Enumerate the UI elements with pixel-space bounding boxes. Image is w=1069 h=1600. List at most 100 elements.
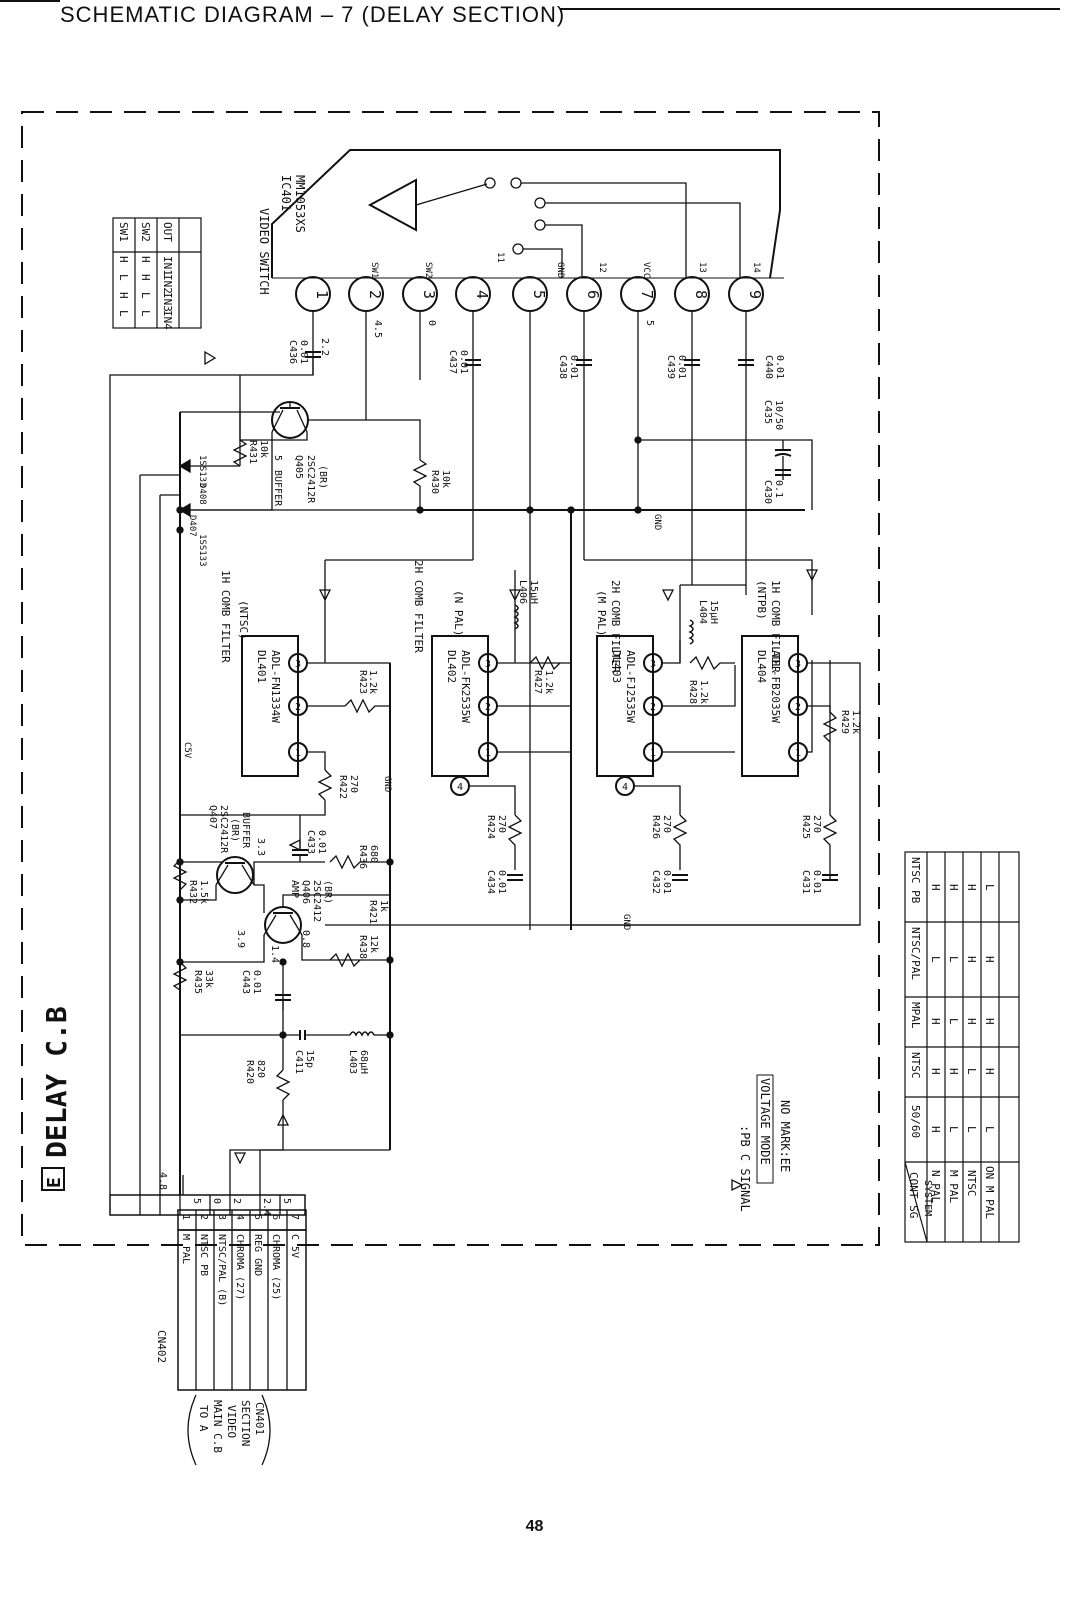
pin-label-vcc: VCC [641, 262, 651, 278]
q405-part: 2SC2412R [305, 455, 316, 504]
ic-pin-3: 3 [420, 290, 438, 299]
ic-pin-6: 6 [584, 290, 602, 299]
c439-ref: C439 [665, 355, 676, 379]
cont-h-1: 50/60 [909, 1105, 922, 1138]
dl402-ref: DL402 [445, 650, 458, 683]
cont-row4-name: ON M PAL [983, 1166, 996, 1219]
svg-text:3: 3 [295, 659, 301, 670]
r438-ref: R438 [357, 935, 368, 959]
c430-val: 0.1 [773, 480, 784, 498]
dl402-mode: (N PAL) [452, 590, 465, 636]
c-r4-4: H [983, 956, 996, 963]
ic-pin-4: 4 [473, 290, 491, 299]
pin-label-gnd: GND [555, 262, 565, 278]
c433-val: 0.01 [316, 830, 327, 854]
c434-val: 0.01 [496, 870, 507, 894]
switch-buffer-icon [367, 178, 417, 232]
c431-val: 0.01 [811, 870, 822, 894]
dl404-box [741, 635, 799, 777]
legend: :PB C SIGNAL VOLTAGE MODE NO MARK:EE [731, 1074, 792, 1212]
c-r4-1: L [983, 1126, 996, 1133]
c-r1-4: L [929, 956, 942, 963]
dl401-title: 1H COMB FILTER [219, 570, 232, 663]
dl401-box [241, 635, 299, 777]
q405-buffer [179, 375, 366, 1195]
tt-h-3: OUT [161, 222, 174, 242]
l406-val: 15μH [528, 580, 539, 604]
q406-v1: 3.9 [235, 930, 246, 948]
v-pin7: 5 [644, 320, 655, 326]
cont-row2-name: M PAL [947, 1170, 960, 1203]
cont-row1-name: N PAL [929, 1170, 942, 1203]
q407-v: 3.3 [255, 838, 266, 856]
r427-ref: R427 [532, 670, 543, 694]
c433-ref: C433 [305, 830, 316, 854]
r431-ref: R431 [247, 440, 258, 464]
tt-r2: L [117, 274, 130, 281]
pin-label-14: 14 [751, 262, 761, 273]
legend-signal: :PB C SIGNAL [738, 1125, 752, 1212]
to-line-5: CN401 [253, 1402, 266, 1435]
c-r2-3: L [947, 1018, 960, 1025]
pin-label-11: 11 [495, 252, 505, 263]
to-line-3: VIDEO [225, 1405, 238, 1438]
svg-text:4: 4 [457, 782, 463, 793]
svg-text:2: 2 [485, 702, 491, 713]
r428-ref: R428 [687, 680, 698, 704]
c-r4-5: L [983, 884, 996, 891]
cn-pin-4: 4 [234, 1214, 245, 1220]
tt-r3c2: L [139, 292, 152, 299]
board-title: E DELAY C.B [40, 1006, 73, 1191]
q407-rank: (BR) [229, 818, 240, 842]
tt-r1c3: IN1 [161, 256, 174, 276]
v-pin2: 4.5 [372, 320, 383, 338]
c-r4-2: H [983, 1068, 996, 1075]
pin-label-sw1: SW1 [369, 262, 379, 278]
svg-text:1: 1 [295, 748, 301, 759]
c435-c430 [634, 436, 813, 510]
svg-text:2: 2 [795, 702, 801, 713]
dl404-mode: (NTPB) [755, 580, 768, 620]
r423-ref: R423 [357, 670, 368, 694]
tt-r4c3: IN4 [161, 310, 174, 330]
q405-v: 5 [272, 455, 283, 461]
r421-val: 1k [378, 900, 389, 912]
cont-h-4: NTSC/PAL [909, 927, 922, 980]
tt-r4: L [117, 310, 130, 317]
dl401-part: ADL-FN1334W [269, 650, 282, 723]
svg-text:4: 4 [622, 782, 628, 793]
v-pin1: 2.2 [319, 338, 330, 356]
r436-val: 680 [368, 845, 379, 863]
c432-ref: C432 [650, 870, 661, 894]
tt-r1c2: H [139, 256, 152, 263]
tt-r2c3: IN2 [161, 274, 174, 294]
ic-pin-7: 7 [638, 290, 656, 299]
ic401-pins: 1 2 3 4 5 6 7 8 9 [295, 276, 764, 312]
cn-v-6: 5 [281, 1198, 292, 1204]
cn-label-6: CHROMA (25) [270, 1234, 281, 1300]
c-r3-4: H [965, 956, 978, 963]
cn-pin-3: 3 [216, 1214, 227, 1220]
svg-text:3: 3 [485, 659, 491, 670]
d407-ref: D407 [187, 515, 197, 537]
ic-pin-5: 5 [530, 290, 548, 299]
c438-ref: C438 [557, 355, 568, 379]
svg-text:3: 3 [650, 659, 656, 670]
cn-v-3: 0 [211, 1198, 222, 1204]
gnd-label-bottom: GND [621, 914, 631, 930]
ic-pin-2: 2 [366, 290, 384, 299]
cn-v-1: 4.8 [157, 1172, 168, 1190]
diodes [139, 458, 240, 1195]
cont-h-2: NTSC [909, 1052, 922, 1079]
cn-v-5: 2.4 [261, 1198, 272, 1216]
r432-ref: R432 [187, 880, 198, 904]
c-r4-3: H [983, 1018, 996, 1025]
l404-val: 15μH [708, 600, 719, 624]
r426-val: 270 [661, 815, 672, 833]
board-boundary [21, 111, 880, 1246]
c431-ref: C431 [800, 870, 811, 894]
ic401-part: MM1053XS [293, 175, 307, 233]
page-header: SCHEMATIC DIAGRAM – 7 (DELAY SECTION) [60, 2, 566, 27]
tt-r3c3: IN3 [161, 292, 174, 312]
c436-val: 0.01 [298, 340, 309, 364]
